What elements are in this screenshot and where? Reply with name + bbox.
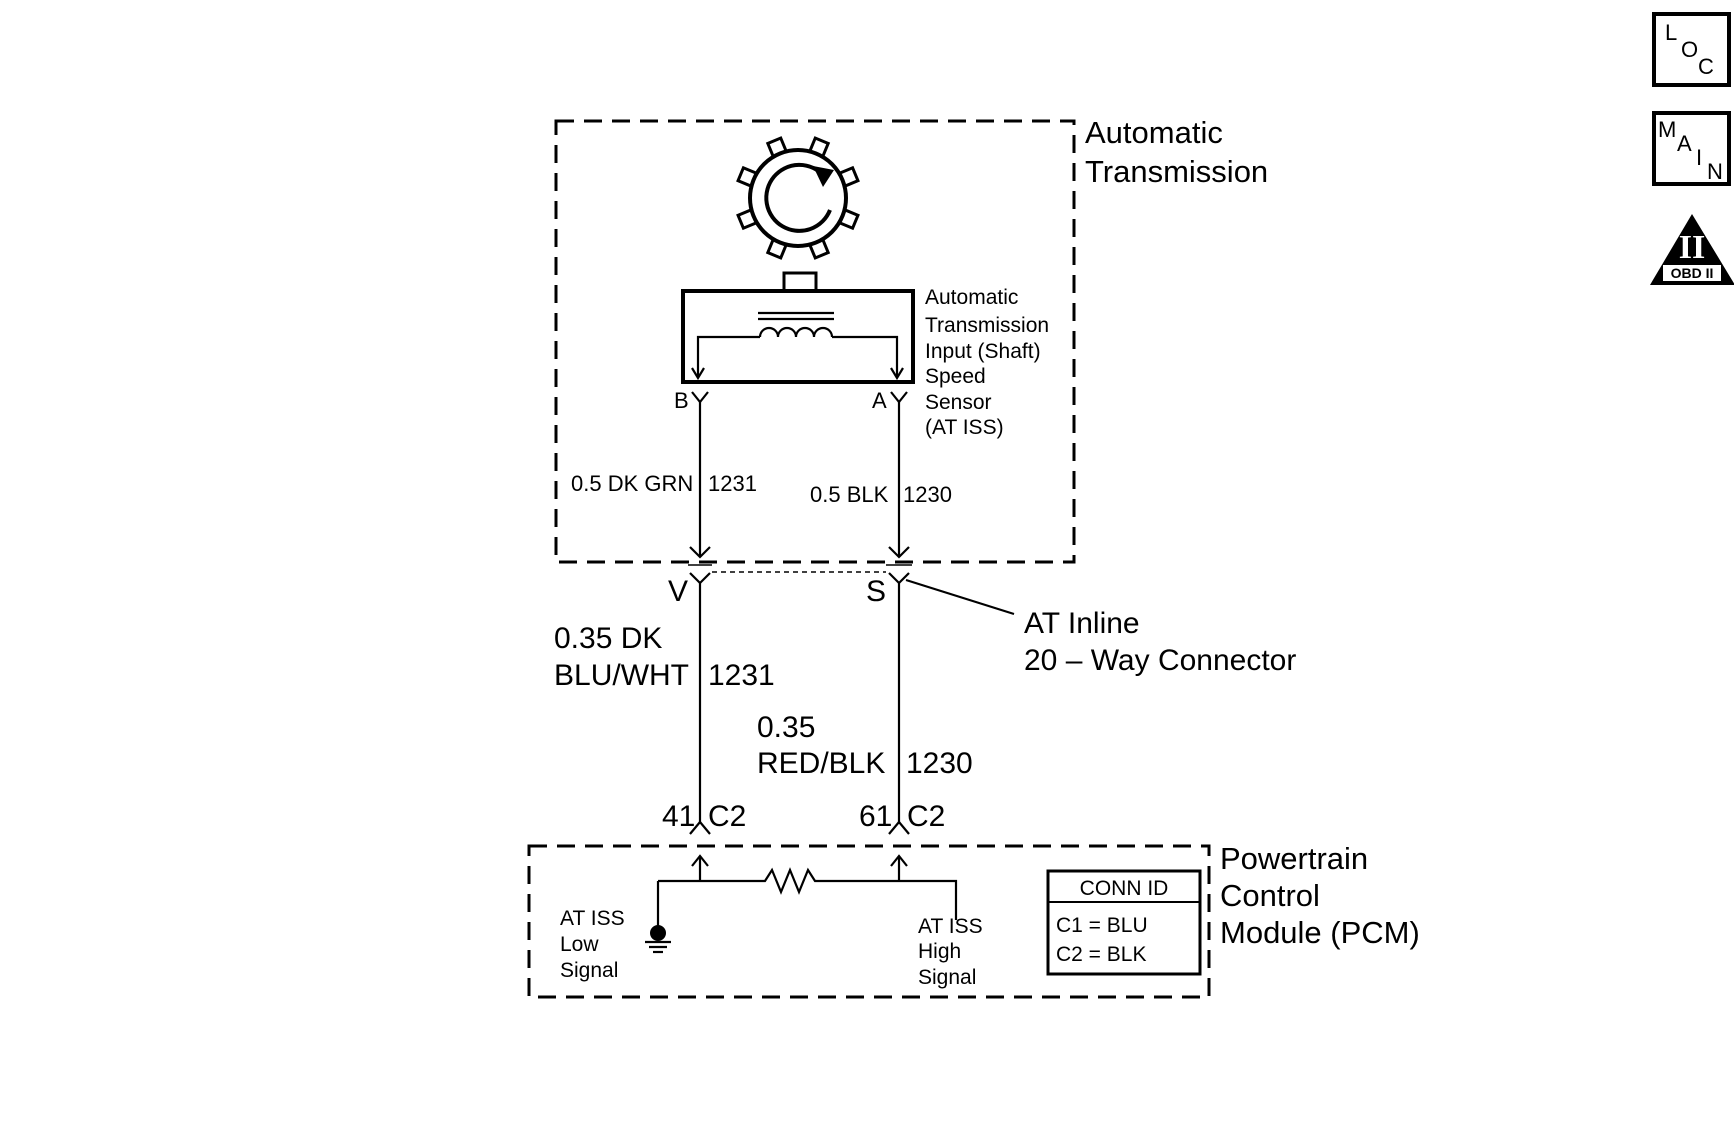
sensor-label-line4: Speed <box>925 365 986 388</box>
pcm-terminal-61 <box>888 820 910 835</box>
main-letter-m: M <box>1658 117 1676 142</box>
loc-letter-l: L <box>1665 20 1677 45</box>
pcm-terminal-41 <box>689 820 711 835</box>
main-button[interactable]: M A I N <box>1652 111 1731 186</box>
low-signal-line1: AT ISS <box>560 907 625 930</box>
wire-1230-upper-circuit: 1230 <box>903 482 952 507</box>
wire-1231-lower-circuit: 1231 <box>708 659 775 692</box>
transmission-boundary <box>554 119 1076 564</box>
pcm-title-line3: Module (PCM) <box>1220 915 1420 950</box>
transmission-title-line2: Transmission <box>1085 154 1268 189</box>
pcm-pin-61: 61 <box>859 800 892 833</box>
sensor-pin-b: B <box>674 388 689 413</box>
low-signal-line2: Low <box>560 933 599 956</box>
obd-symbol: II <box>1679 229 1705 266</box>
main-letter-a: A <box>1677 131 1692 156</box>
inline-pin-s: S <box>866 575 886 608</box>
inline-connector-label-line1: AT Inline <box>1024 607 1140 640</box>
low-signal-line3: Signal <box>560 959 618 982</box>
wire-1231-upper-circuit: 1231 <box>708 471 757 496</box>
pcm-boundary <box>527 844 1211 999</box>
loc-letter-o: O <box>1681 37 1698 62</box>
reluctor-wheel-icon <box>736 136 860 260</box>
main-letter-n: N <box>1707 159 1723 184</box>
main-letter-i: I <box>1696 145 1702 170</box>
ground-node-icon <box>650 925 666 941</box>
sensor-label-line6: (AT ISS) <box>925 416 1004 439</box>
wire-1230-lower-label-line1: 0.35 <box>757 711 815 744</box>
obd-ii-icon[interactable]: II OBD II <box>1650 214 1734 285</box>
conn-id-header: CONN ID <box>1080 877 1169 900</box>
conn-id-row2: C2 = BLK <box>1056 943 1146 966</box>
wire-1230-lower-label-line2: RED/BLK <box>757 747 885 780</box>
pcm-conn-c2-left: C2 <box>708 800 746 833</box>
obd-label: OBD II <box>1671 265 1714 281</box>
pcm-title-line2: Control <box>1220 878 1320 913</box>
pcm-title-line1: Powertrain <box>1220 841 1368 876</box>
sensor-label-line1: Automatic <box>925 286 1018 309</box>
sensor-label-line2: Transmission <box>925 314 1049 337</box>
wire-1230-upper-label: 0.5 BLK <box>810 482 889 507</box>
sensor-label: Automatic Transmission Input (Shaft) Spe… <box>925 286 1049 439</box>
inline-connector-label-line2: 20 – Way Connector <box>1024 644 1296 677</box>
conn-id-row1: C1 = BLU <box>1056 914 1148 937</box>
sensor-label-line3: Input (Shaft) <box>925 340 1041 363</box>
high-signal-line1: AT ISS <box>918 915 983 938</box>
conn-id-table: CONN ID C1 = BLU C2 = BLK <box>1046 869 1202 976</box>
speed-sensor-body <box>681 271 915 384</box>
high-signal-line3: Signal <box>918 966 976 989</box>
loc-button[interactable]: L O C <box>1652 12 1731 87</box>
sensor-pin-b-terminal <box>691 391 709 404</box>
wire-1231-lower-label-line1: 0.35 DK <box>554 622 662 655</box>
pcm-input-circuit <box>645 854 958 954</box>
wire-1231-upper-label: 0.5 DK GRN <box>571 471 693 496</box>
sensor-pin-a-terminal <box>890 391 908 404</box>
sensor-pin-a: A <box>872 388 887 413</box>
loc-letter-c: C <box>1698 54 1714 79</box>
resistor-icon <box>658 867 958 920</box>
inline-pin-v: V <box>668 575 688 608</box>
inline-connector-leader <box>905 578 1015 616</box>
wire-1230-lower-circuit: 1230 <box>906 747 973 780</box>
pcm-pin-41: 41 <box>662 800 695 833</box>
high-signal-line2: High <box>918 940 961 963</box>
wire-1231-lower-label-line2: BLU/WHT <box>554 659 689 692</box>
sensor-label-line5: Sensor <box>925 391 992 414</box>
transmission-title-line1: Automatic <box>1085 115 1223 150</box>
pcm-conn-c2-right: C2 <box>907 800 945 833</box>
